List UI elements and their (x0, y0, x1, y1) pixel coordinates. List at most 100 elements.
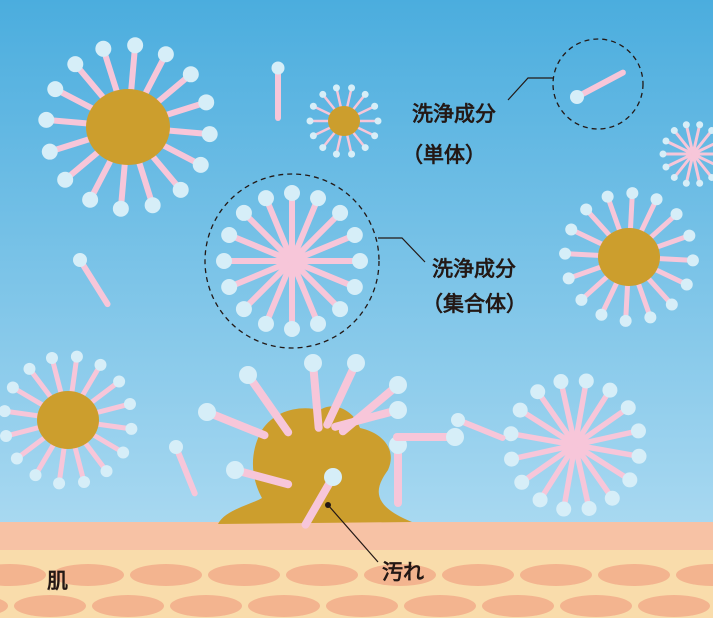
surfactant-monomer (73, 253, 111, 308)
molecule-head (112, 200, 129, 217)
empty-micelle (659, 121, 713, 187)
molecule-head (216, 253, 232, 269)
molecule-head (6, 381, 19, 394)
molecule-tail (77, 257, 111, 308)
molecule-head (503, 426, 519, 442)
skin-cell (0, 599, 8, 613)
molecule-head (45, 352, 58, 365)
molecule-tail (309, 359, 323, 432)
skin-cell (0, 564, 46, 586)
molecule-tail (240, 258, 295, 313)
molecule-tail (517, 407, 578, 448)
molecule-head (601, 190, 614, 203)
molecule-head (595, 308, 608, 321)
molecule-tail (691, 142, 713, 156)
monomer-label-line1: 洗浄成分 (412, 102, 496, 126)
molecule-head (67, 56, 84, 73)
molecule-head (361, 144, 369, 152)
molecule-head (157, 46, 174, 63)
molecule-head (94, 358, 107, 371)
molecule-tail (455, 417, 506, 441)
molecule-tail (231, 466, 293, 489)
molecule-head (348, 84, 356, 92)
molecule-head (670, 127, 678, 135)
molecule-tail (240, 209, 295, 264)
molecule-head (602, 382, 618, 398)
molecule-head (304, 354, 322, 372)
molecule-head (346, 279, 363, 296)
molecule-head (626, 187, 639, 200)
molecule-head (682, 121, 690, 129)
molecule-head (10, 452, 23, 465)
skin-cell (326, 595, 398, 617)
molecule-head (570, 90, 584, 104)
molecule-tail (572, 378, 590, 448)
molecule-tail (226, 231, 295, 264)
surfactant-monomer (169, 440, 198, 497)
molecule-head (306, 117, 314, 125)
molecule-head (192, 156, 209, 173)
molecule-tail (289, 258, 322, 327)
molecule-head (659, 150, 667, 158)
molecule-head (631, 448, 647, 464)
skin-cell (52, 564, 124, 586)
molecule-head (235, 301, 252, 318)
molecule-tail (558, 378, 578, 448)
skin-cell (14, 595, 86, 617)
molecule-head (324, 468, 342, 486)
molecule-tail (691, 152, 702, 185)
molecule-head (198, 403, 216, 421)
molecule-head (169, 440, 183, 454)
molecule-head (41, 143, 58, 160)
molecule-head (451, 413, 465, 427)
skin-cell (482, 595, 554, 617)
molecule-tail (331, 406, 402, 431)
surfactant-monomer (323, 354, 365, 429)
molecule-tail (519, 442, 578, 486)
molecule-tail (289, 258, 358, 291)
molecule-head (662, 137, 670, 145)
monomer-label-line2: （単体） (402, 143, 486, 167)
dirt-leader-dot (325, 502, 331, 508)
molecule-head (23, 362, 36, 375)
molecule-tail (572, 442, 592, 512)
molecule-head (680, 278, 693, 291)
skin-label: 肌 (47, 569, 68, 593)
molecule-head (100, 465, 113, 478)
molecule-head (662, 163, 670, 171)
skin-cell (286, 564, 358, 586)
molecule-tail (572, 428, 642, 448)
molecule-head (117, 446, 130, 459)
molecule-head (619, 314, 632, 327)
molecule-head (665, 298, 678, 311)
molecule-tail (244, 371, 293, 437)
molecule-head (708, 173, 713, 181)
molecule-tail (537, 442, 578, 503)
molecule-tail (534, 389, 578, 448)
molecule-head (565, 223, 578, 236)
surfactant-monomer (393, 428, 464, 446)
molecule-tail (572, 442, 633, 483)
molecule-head (310, 315, 327, 332)
molecule-head (348, 150, 356, 158)
micelle-label-line2: （集合体） (422, 292, 527, 316)
molecule-head (0, 430, 13, 443)
molecule-head (125, 422, 138, 435)
molecule-head (257, 315, 274, 332)
molecule-head (604, 490, 620, 506)
molecule-tail (691, 152, 713, 166)
molecule-head (530, 384, 546, 400)
molecule-head (332, 150, 340, 158)
molecule-head (696, 121, 704, 129)
molecule-head (172, 181, 189, 198)
molecule-tail (691, 152, 713, 179)
dirt-wrapped-micelle (559, 187, 699, 327)
skin-cell (404, 595, 476, 617)
dirt-particle (598, 228, 660, 286)
molecule-head (78, 475, 91, 488)
molecule-head (82, 191, 99, 208)
molecule-head (682, 179, 690, 187)
skin-cell (208, 564, 280, 586)
molecule-head (346, 226, 363, 243)
